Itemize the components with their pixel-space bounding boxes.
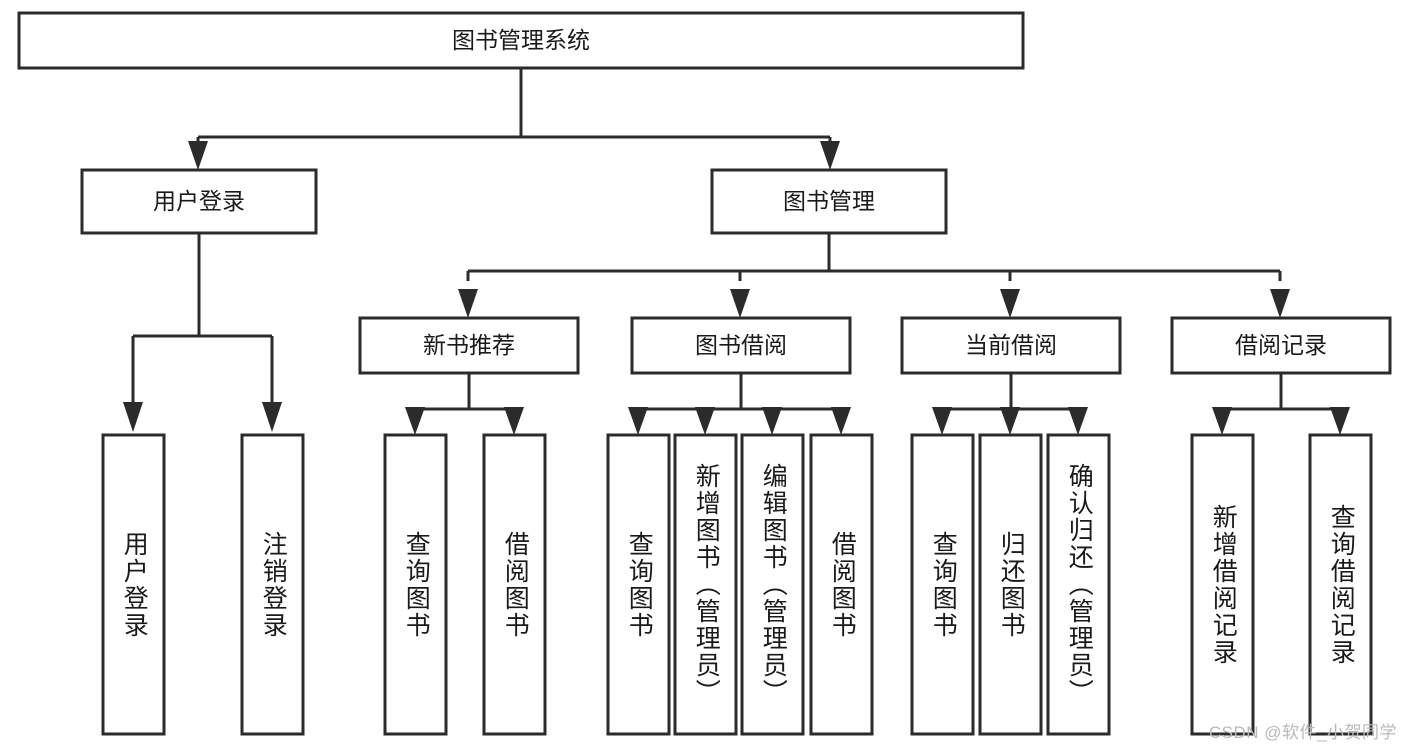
node-user-login-label: 用户登录 [153,188,245,214]
node-new-book-recommend-box[interactable] [358,316,580,375]
arrow-head-icon [1000,407,1020,435]
node-borrow-record-label: 借阅记录 [1235,332,1327,358]
node-book-borrow-label: 图书借阅 [695,332,787,358]
arrow-head-icon [1330,407,1350,435]
arrow-head-icon [932,407,952,435]
connector-book-management-to-level3 [458,233,1290,318]
node-root[interactable]: 图书管理系统 [17,11,1025,70]
arrow-head-icon [1270,289,1290,318]
node-book-management-label: 图书管理 [783,188,875,214]
arrow-head-icon [695,407,715,435]
arrow-head-icon [1212,407,1232,435]
arrow-head-icon [820,141,840,170]
leaf-box-query-borrow-record[interactable] [1308,433,1373,736]
leaf-box-confirm-return-admin[interactable] [1046,433,1111,736]
arrow-head-icon [123,402,143,432]
connector-borrow-record-to-leaves [1212,373,1350,435]
leaf-box-query-book-borrow[interactable] [606,433,671,736]
leaf-box-logout[interactable] [240,433,305,736]
node-user-login-box[interactable] [80,168,318,235]
arrow-head-icon [1000,289,1020,318]
arrow-head-icon [504,407,524,435]
node-root-label: 图书管理系统 [452,27,590,53]
arrow-head-icon [405,407,425,435]
node-current-borrow[interactable]: 当前借阅 [900,316,1122,375]
leaf-box-return-book[interactable] [978,433,1043,736]
node-book-management[interactable]: 图书管理 [710,168,948,235]
node-new-book-recommend[interactable]: 新书推荐 [358,316,580,375]
node-current-borrow-box[interactable] [900,316,1122,375]
arrow-head-icon [628,407,648,435]
connector-current-borrow-to-leaves [932,373,1088,435]
arrow-head-icon [262,402,282,432]
leaf-box-query-book-current[interactable] [910,433,975,736]
arrow-head-icon [1068,407,1088,435]
connector-book-borrow-to-leaves [628,373,851,435]
connector-user-login-to-leaves [123,233,282,432]
connector-new-book-recommend-to-leaves [405,373,524,435]
arrow-head-icon [831,407,851,435]
leaf-box-borrow-book-recommend[interactable] [482,433,547,736]
node-user-login[interactable]: 用户登录 [80,168,318,235]
leaf-box-query-book-recommend[interactable] [383,433,448,736]
arrow-head-icon [762,407,782,435]
arrow-head-icon [188,141,208,170]
arrow-head-icon [730,289,750,318]
node-borrow-record[interactable]: 借阅记录 [1170,316,1392,375]
node-new-book-recommend-label: 新书推荐 [423,332,515,358]
connector-root-to-level2 [188,68,840,170]
csdn-watermark: CSDN @软件_小贺同学 [1208,723,1397,742]
node-root-box[interactable] [17,11,1025,70]
leaf-box-edit-book-admin[interactable] [740,433,805,736]
leaf-box-add-book-admin[interactable] [673,433,738,736]
node-book-borrow[interactable]: 图书借阅 [630,316,852,375]
arrow-head-icon [458,289,478,318]
leaf-box-borrow-book[interactable] [809,433,874,736]
node-current-borrow-label: 当前借阅 [965,332,1057,358]
leaf-box-add-borrow-record[interactable] [1190,433,1255,736]
leaf-box-user-login[interactable] [101,433,166,736]
